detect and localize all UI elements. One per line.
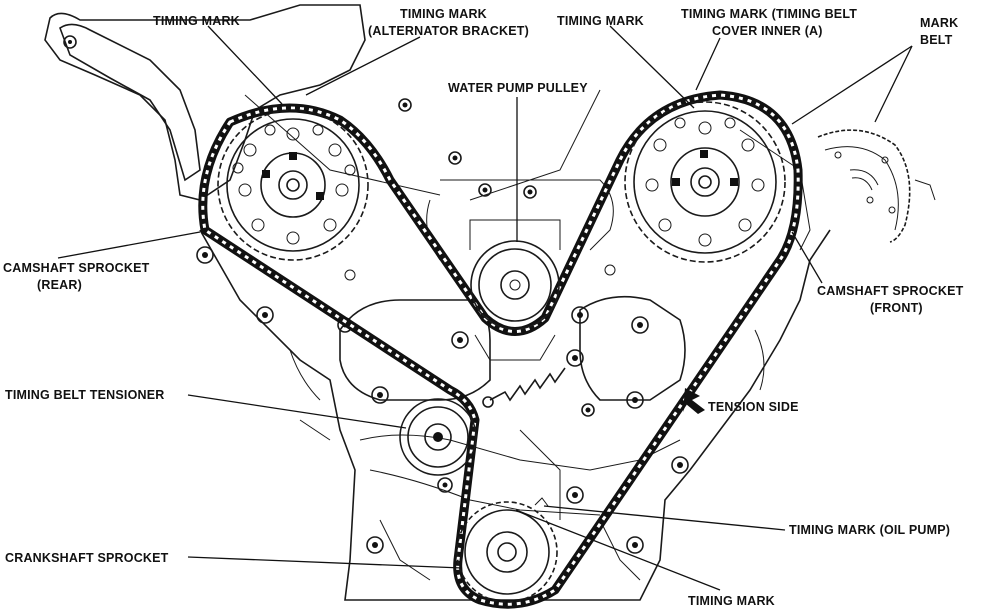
- labels: TIMING MARK TIMING MARK (ALTERNATOR BRAC…: [3, 7, 964, 608]
- timing-belt: [198, 90, 803, 609]
- label-camshaft-rear-line2: (REAR): [37, 278, 82, 292]
- label-camshaft-front-line2: (FRONT): [870, 301, 923, 315]
- label-timing-belt-tensioner: TIMING BELT TENSIONER: [5, 388, 165, 402]
- water-pump-pulley: [469, 219, 561, 361]
- cover-bolts: [196, 98, 689, 554]
- label-timing-mark-cover-line2: COVER INNER (A): [712, 24, 823, 38]
- label-mark-belt-line1: MARK: [920, 16, 958, 30]
- label-timing-mark-top-right: TIMING MARK: [557, 14, 644, 28]
- label-timing-mark-alternator-line1: TIMING MARK: [400, 7, 487, 21]
- label-timing-mark-bottom: TIMING MARK: [688, 594, 775, 608]
- timing-belt-tensioner: [399, 398, 477, 476]
- mark-belt-detail: [817, 129, 936, 243]
- tensioner-spring: [482, 349, 584, 408]
- label-mark-belt-line2: BELT: [920, 33, 953, 47]
- label-timing-mark-top-left: TIMING MARK: [153, 14, 240, 28]
- camshaft-sprocket-front: [624, 101, 786, 263]
- label-camshaft-rear-line1: CAMSHAFT SPROCKET: [3, 261, 150, 275]
- alternator-bracket: [44, 4, 366, 201]
- label-water-pump-pulley: WATER PUMP PULLEY: [448, 81, 588, 95]
- label-timing-mark-oil-pump: TIMING MARK (OIL PUMP): [789, 523, 950, 537]
- camshaft-sprocket-rear: [217, 109, 369, 261]
- leader-lines: [57, 25, 913, 591]
- label-crankshaft-sprocket: CRANKSHAFT SPROCKET: [5, 551, 169, 565]
- tension-side-arrow: [683, 388, 705, 414]
- label-timing-mark-alternator-line2: (ALTERNATOR BRACKET): [368, 24, 529, 38]
- label-tension-side: TENSION SIDE: [708, 400, 799, 414]
- label-timing-mark-cover-line1: TIMING MARK (TIMING BELT: [681, 7, 857, 21]
- label-camshaft-front-line1: CAMSHAFT SPROCKET: [817, 284, 964, 298]
- engine-block: [196, 89, 831, 601]
- crankshaft-sprocket: [456, 497, 558, 603]
